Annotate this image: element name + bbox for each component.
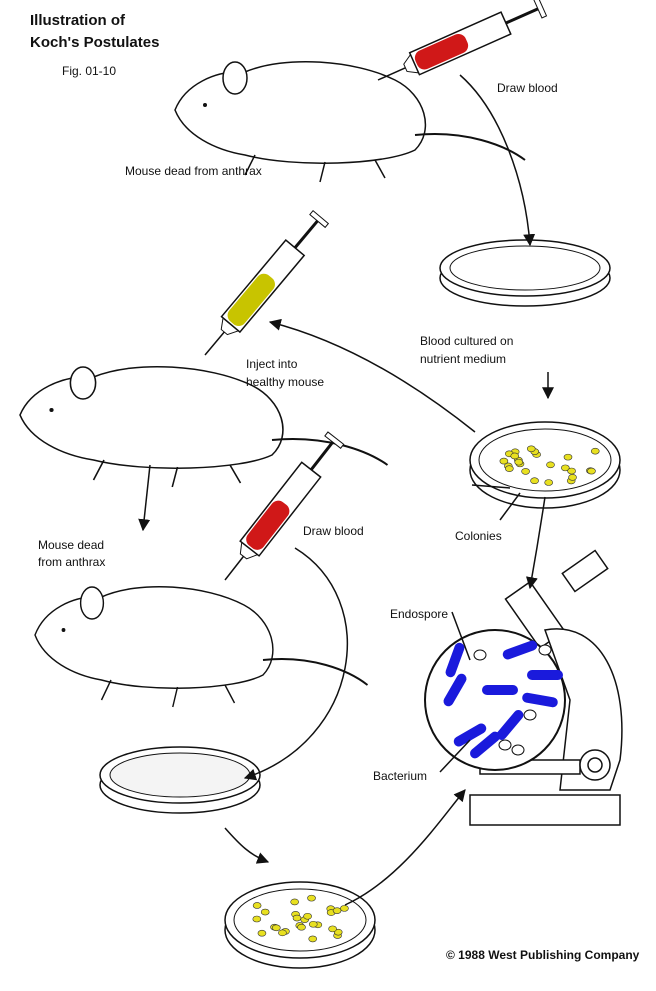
label-inject-2: healthy mouse <box>246 375 325 389</box>
colony <box>308 935 318 943</box>
colony <box>297 923 306 931</box>
healthy-mouse <box>18 365 389 489</box>
petri-dish-2 <box>469 421 621 509</box>
label-colonies: Colonies <box>455 529 502 543</box>
colony <box>272 924 281 932</box>
syringe-draw-blood-1 <box>371 0 549 93</box>
microscope <box>469 549 623 826</box>
arrows <box>138 74 554 906</box>
label-mouse-dead-1: Mouse dead from anthrax <box>125 164 262 178</box>
colony <box>257 929 267 937</box>
colony <box>514 458 524 466</box>
label-endospore: Endospore <box>390 607 449 621</box>
colony <box>332 907 342 914</box>
bacterium-cell <box>502 640 538 660</box>
endospore-cell <box>538 644 552 656</box>
colony <box>546 461 555 469</box>
label-inject-1: Inject into <box>246 357 298 371</box>
syringe-inject <box>194 207 332 365</box>
bacterium-cell <box>496 710 524 740</box>
label-bacterium: Bacterium <box>373 769 428 783</box>
copyright: © 1988 West Publishing Company <box>446 948 640 962</box>
colony <box>303 912 312 920</box>
diagram-title: Illustration of Koch's Postulates <box>30 10 159 54</box>
label-draw-blood-1: Draw blood <box>497 81 558 95</box>
colony <box>568 474 577 481</box>
colony <box>260 908 270 916</box>
endospore-cell <box>511 744 525 756</box>
microscope-view <box>424 629 566 771</box>
endospore-cell <box>523 709 537 721</box>
colony <box>340 905 349 912</box>
bacterium-cell <box>482 685 518 695</box>
syringe-draw-blood-2 <box>214 429 347 589</box>
colony <box>530 477 539 485</box>
label-blood-cultured-2: nutrient medium <box>420 352 507 366</box>
colony <box>521 468 530 475</box>
dead-mouse-2 <box>34 585 369 708</box>
label-blood-cultured-1: Blood cultured on <box>420 334 514 348</box>
colony <box>561 464 570 472</box>
petri-dish-1 <box>439 239 611 307</box>
petri-dish-3 <box>99 746 261 814</box>
colony <box>278 929 287 937</box>
bacterium-cell <box>522 692 558 708</box>
colony <box>290 898 299 906</box>
colony <box>292 914 302 922</box>
bacterium-cell <box>527 670 563 680</box>
bacterium-cell <box>443 673 467 707</box>
colony <box>587 467 596 475</box>
colony <box>328 925 337 933</box>
label-mouse-dead-2a: Mouse dead <box>38 538 105 552</box>
colony <box>505 465 514 472</box>
bacterium-cell <box>445 642 465 678</box>
colony <box>544 479 553 486</box>
colony <box>252 902 262 909</box>
colony <box>567 467 576 475</box>
colony <box>590 447 600 455</box>
colony <box>308 920 318 928</box>
figure-number: Fig. 01-10 <box>62 64 117 78</box>
title-line-2: Koch's Postulates <box>30 34 160 51</box>
colony <box>563 453 573 461</box>
bacterium-cell <box>453 723 487 747</box>
bacterium-cell <box>470 731 500 759</box>
colony <box>499 457 509 465</box>
colony <box>510 452 520 460</box>
endospore-cell <box>473 649 487 661</box>
label-mouse-dead-2b: from anthrax <box>38 555 106 569</box>
colony <box>307 894 316 902</box>
colony <box>252 915 262 923</box>
colony <box>526 445 536 453</box>
label-draw-blood-2: Draw blood <box>303 524 364 538</box>
endospore-cell <box>498 739 512 751</box>
title-line-1: Illustration of <box>30 12 125 29</box>
